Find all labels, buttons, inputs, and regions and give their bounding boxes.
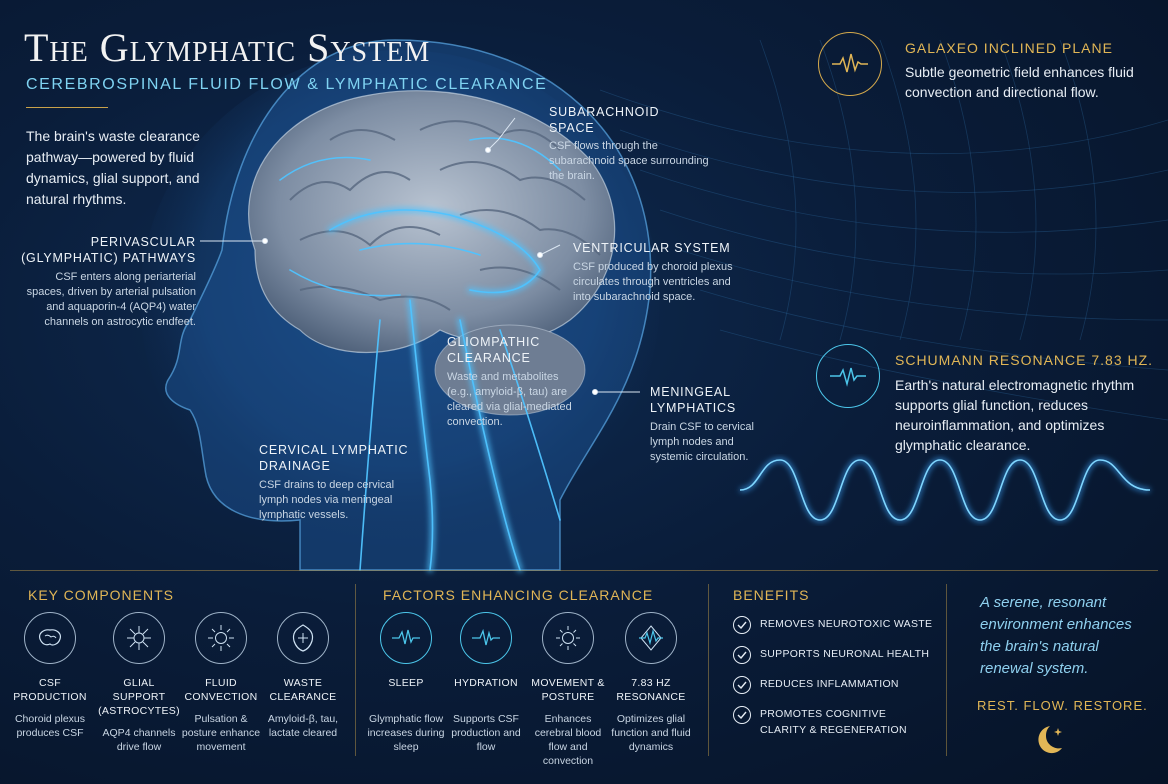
factor-label-line2: POSTURE [541,691,595,703]
component-desc: AQP4 channels drive flow [102,727,176,753]
csf-flow-channels [279,137,561,573]
factor-desc: Optimizes glial function and fluid dynam… [611,713,691,753]
galaxeo-title: GALAXEO INCLINED PLANE [905,40,1113,56]
galaxeo-pulse-icon [818,32,882,96]
component-desc: Amyloid-β, tau, lactate cleared [267,713,339,739]
check-circle-icon [733,676,751,694]
callout-title-line1: GLIOMPATHIC [447,335,541,349]
component-label-line1: FLUID [205,677,237,689]
callout-text: Drain CSF to cervical lymph nodes and sy… [650,421,754,463]
component-waste-clearance: WASTE CLEARANCE Amyloid-β, tau, lactate … [262,612,344,740]
benefit-text: PROMOTES COGNITIVE CLARITY & REGENERATIO… [760,708,907,736]
section-divider [10,570,1158,571]
column-divider [355,584,356,756]
factor-label-line1: SLEEP [388,677,424,689]
title-divider [26,107,108,108]
callout-gliompathic: GLIOMPATHIC CLEARANCE Waste and metaboli… [447,334,577,430]
factor-label-line2: RESONANCE [616,691,686,703]
component-label-line2: PRODUCTION [13,691,87,703]
benefit-text: REDUCES INFLAMMATION [760,678,899,690]
brain-icon [24,612,76,664]
callout-text: Waste and metabolites (e.g., amyloid-β, … [447,371,572,428]
benefits-title: BENEFITS [733,587,810,603]
component-desc: Pulsation & posture enhance movement [181,713,261,753]
component-label-line1: WASTE [283,677,323,689]
factor-desc: Glymphatic flow increases during sleep [367,713,445,753]
callout-title-line2: LYMPHATICS [650,401,737,415]
callout-title: VENTRICULAR SYSTEM [573,241,731,255]
callout-title-line1: MENINGEAL [650,385,731,399]
column-divider [708,584,709,756]
intro-text: The brain's waste clearance pathway—powe… [26,128,200,207]
benefit-item: SUPPORTS NEURONAL HEALTH [733,646,929,664]
brain-folds [289,120,601,311]
callout-cervical: CERVICAL LYMPHATIC DRAINAGE CSF drains t… [259,442,409,523]
page-title: The Glymphatic System [24,25,431,70]
shield-icon [277,612,329,664]
benefit-text: REMOVES NEUROTOXIC WASTE [760,618,933,630]
callout-leader-lines [200,117,640,395]
component-desc: Choroid plexus produces CSF [14,713,86,739]
sun-icon [195,612,247,664]
callout-title: SUBARACHNOID SPACE [549,105,660,135]
callout-title-line2: CLEARANCE [447,351,531,365]
component-csf-production: CSF PRODUCTION Choroid plexus produces C… [10,612,90,740]
key-components-title: KEY COMPONENTS [28,587,174,603]
check-circle-icon [733,616,751,634]
component-label-line1: CSF [39,677,61,689]
callout-title-line2: DRAINAGE [259,459,331,473]
check-circle-icon [733,646,751,664]
pulse-icon [460,612,512,664]
cerebellum [434,324,586,416]
schumann-title: SCHUMANN RESONANCE 7.83 Hz. [895,352,1154,368]
component-label-line1: GLIAL SUPPORT [112,677,166,703]
benefit-item: REMOVES NEUROTOXIC WASTE [733,616,932,634]
check-circle-icon [733,706,751,724]
callout-title-line1: CERVICAL LYMPHATIC [259,443,409,457]
moon-icon [1032,722,1066,763]
factor-desc: Supports CSF production and flow [451,713,521,753]
factor-movement-posture: MOVEMENT & POSTURE Enhances cerebral blo… [527,612,609,768]
geometric-field-grid [599,39,1168,421]
factor-label-line1: MOVEMENT & [531,677,605,689]
diamond-wave-icon [625,612,677,664]
factor-hydration: HYDRATION Supports CSF production and fl… [444,612,528,754]
factor-label-line1: HYDRATION [454,677,518,689]
callout-meningeal: MENINGEAL LYMPHATICS Drain CSF to cervic… [650,384,770,465]
factors-title: FACTORS ENHANCING CLEARANCE [383,587,654,603]
benefit-item: REDUCES INFLAMMATION [733,676,899,694]
component-label-line2: CONVECTION [184,691,258,703]
closing-quote: A serene, resonant environment enhances … [980,594,1132,677]
factor-label-line1: 7.83 Hz [631,677,671,689]
closing-motto: REST. FLOW. RESTORE. [977,698,1148,713]
component-label-line2: CLEARANCE [269,691,337,703]
callout-perivascular: PERIVASCULAR (GLYMPHATIC) PATHWAYS CSF e… [20,234,196,330]
schumann-text: Earth's natural electromagnetic rhythm s… [895,377,1135,453]
callout-text: CSF drains to deep cervical lymph nodes … [259,479,395,521]
callout-subarachnoid: SUBARACHNOID SPACE CSF flows through the… [549,104,709,184]
schumann-pulse-icon [816,344,880,408]
benefit-text: SUPPORTS NEURONAL HEALTH [760,648,930,660]
factor-sleep: SLEEP Glymphatic flow increases during s… [364,612,448,754]
astrocyte-icon [113,612,165,664]
resonance-wave [739,457,1151,523]
callout-text: CSF flows through the subarachnoid space… [549,140,709,182]
callout-text: CSF produced by choroid plexus circulate… [573,261,733,303]
component-label-line2: (ASTROCYTES) [98,705,180,717]
factor-desc: Enhances cerebral blood flow and convect… [534,713,602,767]
callout-title-line2: (GLYMPHATIC) PATHWAYS [21,251,196,265]
callout-title-line1: PERIVASCULAR [90,235,196,249]
page-subtitle: CEREBROSPINAL FLUID FLOW & LYMPHATIC CLE… [26,76,548,93]
pulse-icon [380,612,432,664]
column-divider [946,584,947,756]
callout-text: CSF enters along periarterial spaces, dr… [26,271,196,328]
benefit-item: PROMOTES COGNITIVE CLARITY & REGENERATIO… [733,706,933,738]
galaxeo-text: Subtle geometric field enhances fluid co… [905,64,1134,100]
component-glial-support: GLIAL SUPPORT (ASTROCYTES) AQP4 channels… [98,612,180,754]
callout-ventricular: VENTRICULAR SYSTEM CSF produced by choro… [573,240,743,305]
factor-resonance: 7.83 Hz RESONANCE Optimizes glial functi… [610,612,692,754]
component-fluid-convection: FLUID CONVECTION Pulsation & posture enh… [178,612,264,754]
sun-icon [542,612,594,664]
